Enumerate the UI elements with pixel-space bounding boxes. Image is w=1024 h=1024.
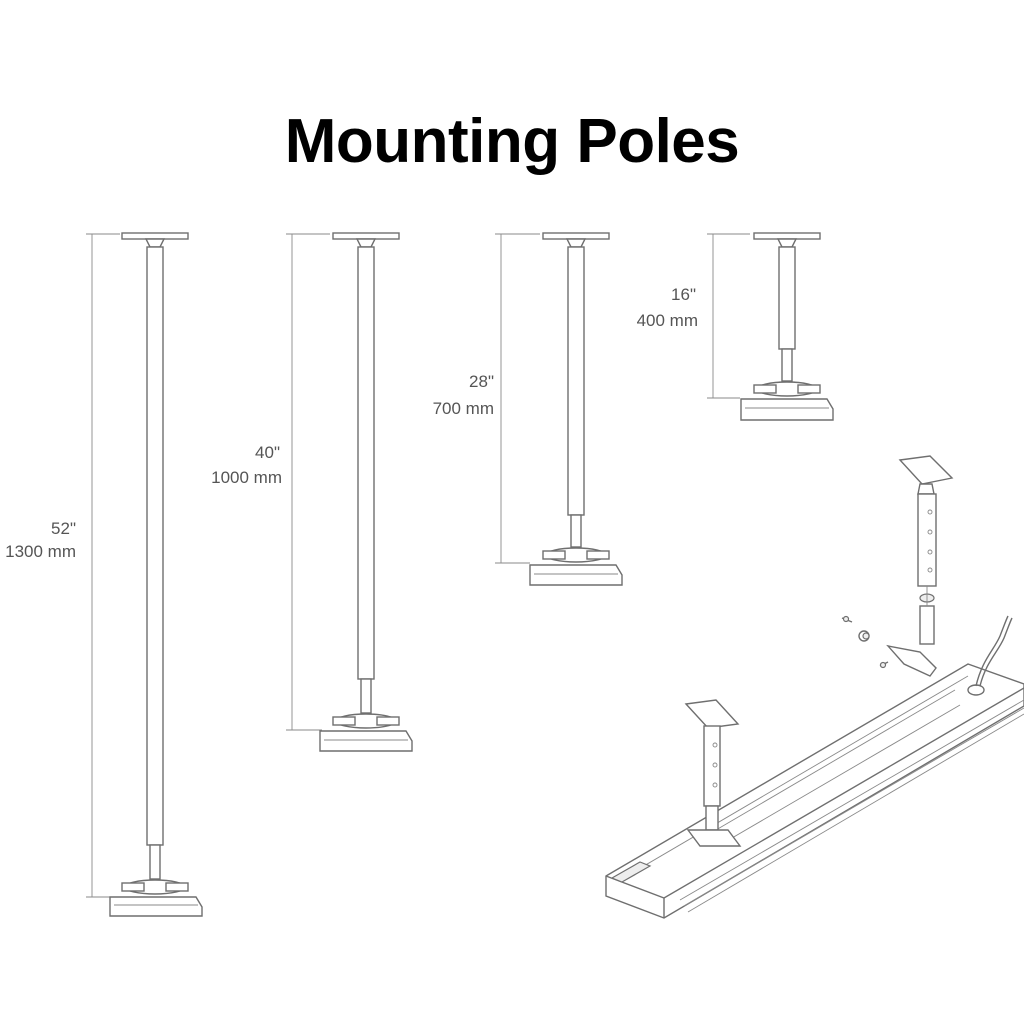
- label-1000-mm: 1000 mm: [211, 468, 282, 487]
- screw: [879, 661, 887, 669]
- ceiling-plate: [121, 232, 189, 240]
- ceiling-plate: [753, 232, 821, 240]
- pole-tube: [567, 246, 585, 516]
- heater-body: [605, 663, 1024, 919]
- ceiling-plate: [332, 232, 400, 240]
- ceiling-plate: [898, 455, 954, 485]
- bracket-clip: [886, 644, 937, 677]
- pole-tube: [146, 246, 164, 846]
- heater-bracket: [740, 398, 834, 421]
- label-1300-mm: 1300 mm: [5, 542, 76, 561]
- label-700-mm: 700 mm: [433, 399, 494, 418]
- pole-28-inch: [495, 232, 623, 586]
- ceiling-plate: [684, 699, 740, 729]
- heater-bracket: [529, 564, 623, 586]
- label-28-inch: 28": [469, 372, 494, 391]
- page-title: Mounting Poles: [284, 107, 740, 176]
- pole-tube: [357, 246, 375, 680]
- label-40-inch: 40": [255, 443, 280, 462]
- ceiling-plate: [542, 232, 610, 240]
- heater-bracket: [319, 730, 413, 752]
- pole-tube: [778, 246, 796, 350]
- pole-tube: [703, 725, 721, 807]
- screw: [842, 615, 850, 623]
- pole-tube: [917, 493, 937, 587]
- label-400-mm: 400 mm: [637, 311, 698, 330]
- label-16-inch: 16": [671, 285, 696, 304]
- heater-assembly-illustration: [605, 455, 1024, 919]
- pole-52-inch: [86, 232, 203, 917]
- heater-bracket: [109, 896, 203, 917]
- pole-16-inch: [707, 232, 834, 421]
- pole-40-inch: [286, 232, 413, 752]
- label-52-inch: 52": [51, 519, 76, 538]
